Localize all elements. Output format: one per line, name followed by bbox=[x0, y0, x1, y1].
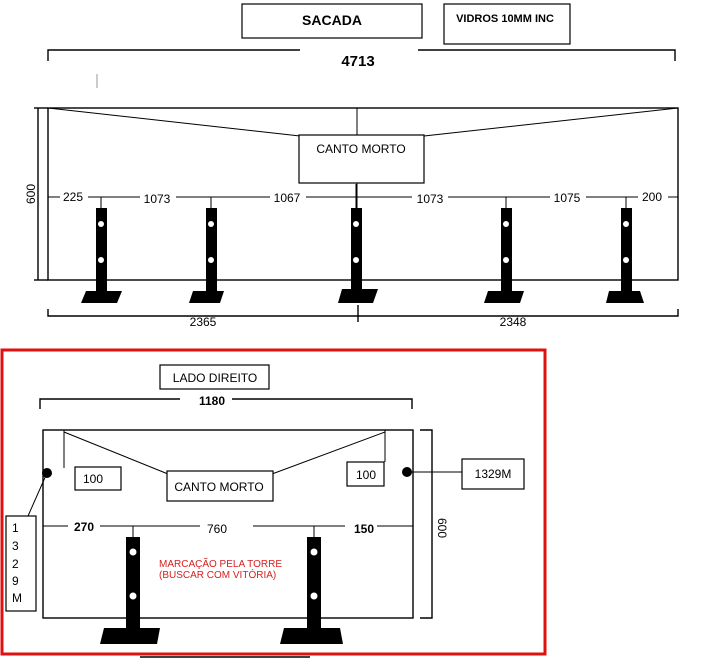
left-callout-leader bbox=[27, 472, 48, 517]
tower-marking-note: MARCAÇÃO PELA TORRE bbox=[159, 557, 282, 570]
spacing-bg-1 bbox=[140, 189, 176, 205]
glass-note-box bbox=[443, 3, 571, 45]
left-callout-char: 2 bbox=[12, 557, 19, 571]
section-height-label: 600 bbox=[435, 518, 449, 538]
right-callout-box bbox=[461, 458, 525, 490]
balcony-frame bbox=[47, 107, 679, 281]
spacing-bg-2 bbox=[270, 189, 306, 205]
left-inset-label: 100 bbox=[83, 472, 103, 486]
spacing-label-1: 760 bbox=[207, 522, 227, 536]
highlight-frame bbox=[0, 348, 547, 656]
spacing-label-4: 1075 bbox=[554, 191, 581, 205]
spacing-label-1: 1073 bbox=[144, 192, 171, 206]
spacing-bg-0 bbox=[68, 518, 100, 534]
spacing-label-5: 200 bbox=[642, 190, 662, 204]
post bbox=[81, 197, 122, 303]
spacing-label-2: 1067 bbox=[274, 191, 301, 205]
post bbox=[189, 197, 224, 303]
right-half-label: 2348 bbox=[500, 315, 527, 329]
tower-marking-note-sub: (BUSCAR COM VITÓRIA) bbox=[159, 568, 276, 581]
spacing-label-3: 1073 bbox=[417, 192, 444, 206]
spacing-label-0: 270 bbox=[74, 520, 94, 534]
glass-note: VIDROS 10MM INC bbox=[456, 13, 554, 25]
left-callout-char: M bbox=[12, 591, 22, 605]
drawing-title: SACADA bbox=[302, 12, 362, 28]
right-inset-box bbox=[346, 461, 385, 487]
right-callout-label: 1329M bbox=[475, 467, 512, 481]
section-width-dimension bbox=[39, 398, 413, 409]
left-half-label: 2365 bbox=[190, 315, 217, 329]
left-callout-char: 9 bbox=[12, 574, 19, 588]
spacing-bg-0 bbox=[60, 189, 88, 205]
post bbox=[280, 526, 343, 644]
dead-corner-box bbox=[298, 134, 425, 184]
spacing-bg-4 bbox=[550, 189, 586, 205]
post bbox=[338, 184, 378, 303]
total-width-label: 4713 bbox=[341, 53, 374, 70]
left-inset-box bbox=[74, 466, 122, 491]
section-width-label: 1180 bbox=[199, 394, 225, 408]
total-width-dimension bbox=[47, 49, 676, 61]
post bbox=[100, 526, 160, 644]
spacing-bg-3 bbox=[412, 189, 448, 205]
left-callout-box bbox=[5, 515, 37, 612]
dead-corner-label: CANTO MORTO bbox=[316, 142, 405, 156]
dead-corner-line-left bbox=[47, 107, 301, 137]
dead-corner-line-right bbox=[271, 431, 386, 475]
title-box bbox=[241, 3, 423, 39]
post bbox=[606, 197, 644, 303]
section-frame bbox=[42, 429, 414, 619]
dead-corner-line-left bbox=[63, 431, 169, 475]
post bbox=[484, 197, 524, 303]
spacing-label-2: 150 bbox=[354, 522, 374, 536]
dead-corner-line-right bbox=[423, 107, 679, 137]
half-width-dimension bbox=[47, 309, 679, 317]
section-title-box bbox=[159, 364, 270, 390]
left-callout-char: 3 bbox=[12, 539, 19, 553]
dead-corner-box bbox=[166, 470, 274, 502]
spacing-label-0: 225 bbox=[63, 190, 83, 204]
spacing-bg-2 bbox=[345, 518, 377, 534]
section-height-dimension bbox=[420, 429, 433, 619]
spacing-bg-5 bbox=[638, 189, 668, 205]
right-inset-label: 100 bbox=[356, 468, 376, 482]
height-label: 600 bbox=[24, 184, 38, 204]
left-callout-char: 1 bbox=[12, 521, 19, 535]
section-title: LADO DIREITO bbox=[173, 371, 257, 385]
dead-corner-label: CANTO MORTO bbox=[174, 480, 263, 494]
